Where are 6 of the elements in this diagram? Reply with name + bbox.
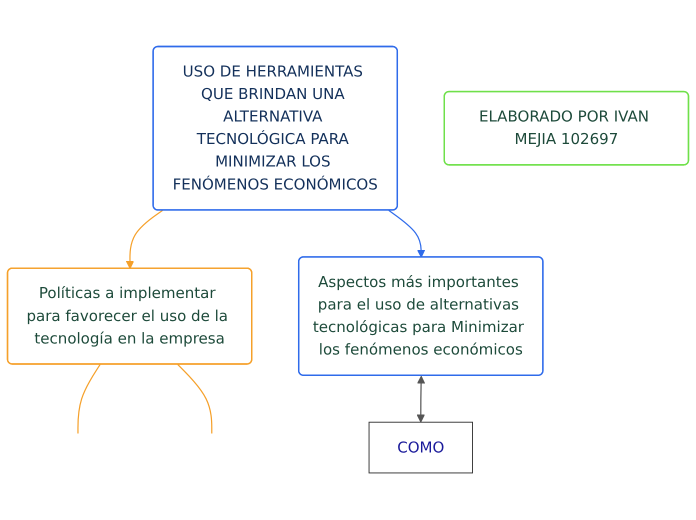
- arrow: [126, 210, 163, 270]
- arrow: [388, 210, 426, 258]
- arrow: [416, 376, 426, 423]
- connector: [77, 364, 101, 434]
- connector: [177, 364, 212, 434]
- node-box: COMO: [368, 422, 473, 474]
